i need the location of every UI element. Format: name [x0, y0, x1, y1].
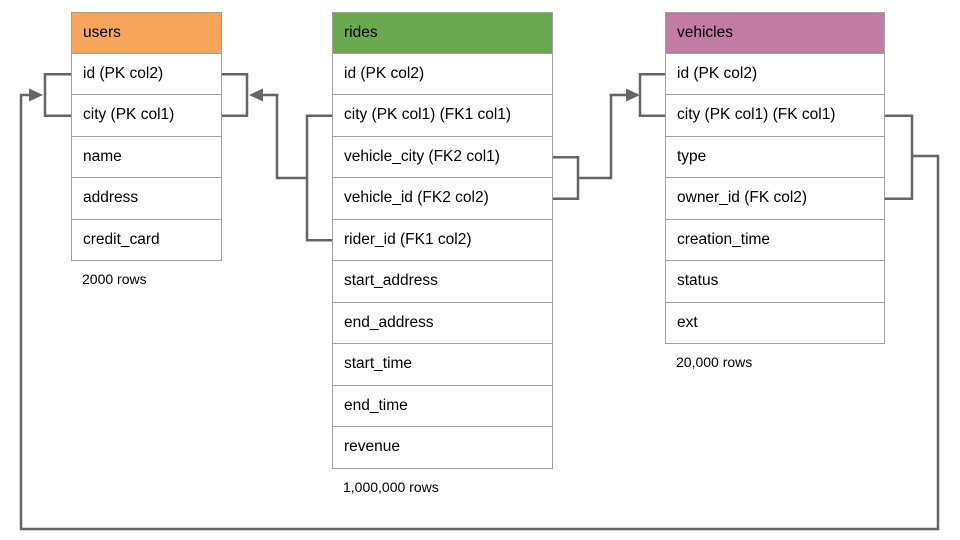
- table-row: city (PK col1) (FK col1): [665, 95, 885, 137]
- table-rides-rowcount: 1,000,000 rows: [343, 478, 439, 495]
- rides-to-users-arrowhead-icon: [249, 88, 263, 102]
- table-row: credit_card: [71, 219, 222, 261]
- table-vehicles-header: vehicles: [665, 12, 885, 54]
- table-row: end_time: [332, 385, 553, 427]
- table-vehicles-rowcount: 20,000 rows: [676, 354, 753, 370]
- table-row: revenue: [332, 427, 553, 469]
- table-rides: rides id (PK col2) city (PK col1) (FK1 c…: [332, 12, 553, 495]
- vehicles-to-users-arrowhead-icon: [29, 88, 43, 102]
- table-row: type: [665, 136, 885, 178]
- table-row: id (PK col2): [332, 53, 553, 95]
- rides-to-vehicles-line: [578, 93, 627, 180]
- table-row: end_address: [332, 302, 553, 344]
- rides-to-users-line: [262, 93, 307, 180]
- table-row: name: [71, 136, 222, 178]
- table-row: owner_id (FK col2): [665, 178, 885, 220]
- table-row: city (PK col1) (FK1 col1): [332, 95, 553, 137]
- users-right-bracket: [222, 73, 249, 117]
- rides-right-bracket: [553, 156, 580, 200]
- rides-to-vehicles-arrowhead-icon: [626, 88, 640, 102]
- vehicles-left-bracket: [638, 73, 665, 117]
- vehicles-right-bracket: [885, 114, 914, 200]
- table-row: start_address: [332, 261, 553, 303]
- table-row: id (PK col2): [665, 53, 885, 95]
- users-left-bracket: [43, 73, 71, 117]
- table-users-rowcount: 2000 rows: [82, 271, 147, 287]
- table-row: address: [71, 178, 222, 220]
- table-row: ext: [665, 302, 885, 344]
- table-row: creation_time: [665, 219, 885, 261]
- table-row: city (PK col1): [71, 95, 222, 137]
- table-row: vehicle_city (FK2 col1): [332, 136, 553, 178]
- rides-left-bracket: [305, 114, 332, 242]
- table-rides-header: rides: [332, 12, 553, 54]
- table-row: id (PK col2): [71, 53, 222, 95]
- table-row: status: [665, 261, 885, 303]
- table-row: vehicle_id (FK2 col2): [332, 178, 553, 220]
- table-vehicles: vehicles id (PK col2) city (PK col1) (FK…: [665, 12, 885, 370]
- table-users: users id (PK col2) city (PK col1) name a…: [71, 12, 222, 287]
- table-row: start_time: [332, 344, 553, 386]
- table-users-header: users: [71, 12, 222, 54]
- table-row: rider_id (FK1 col2): [332, 219, 553, 261]
